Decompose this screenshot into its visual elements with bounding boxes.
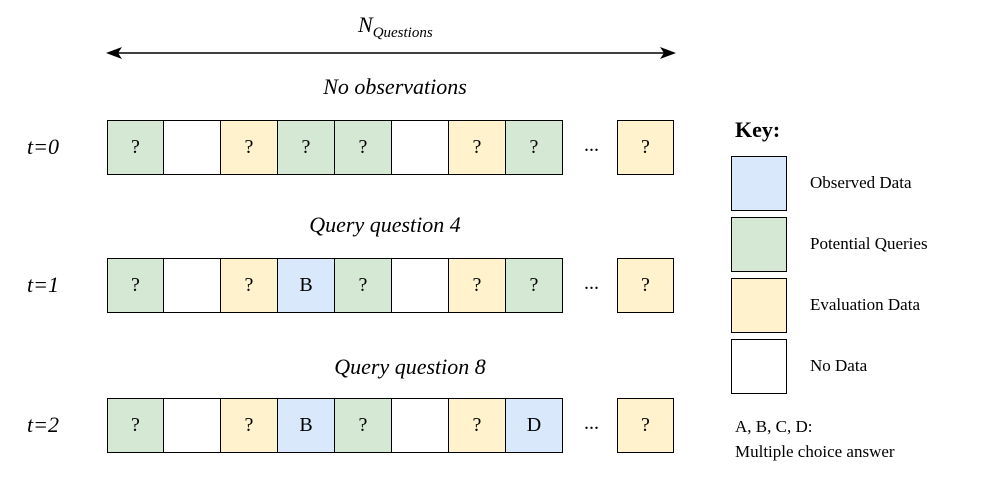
n-questions-main: N xyxy=(358,12,373,37)
question-cell: ? xyxy=(278,120,335,175)
row-caption: No observations xyxy=(323,74,467,99)
question-cell: ? xyxy=(335,258,392,313)
question-cell: B xyxy=(278,258,335,313)
key-label: Potential Queries xyxy=(810,234,928,253)
key-swatch xyxy=(731,217,787,272)
question-cell: ? xyxy=(506,258,563,313)
question-cell: ? xyxy=(335,398,392,453)
row-caption: Query question 4 xyxy=(309,212,461,237)
time-step-label: t=1 xyxy=(27,272,59,297)
question-cell: D xyxy=(506,398,563,453)
key-label: Observed Data xyxy=(810,173,912,192)
n-questions-arrow xyxy=(106,47,676,59)
last-question-cell: ? xyxy=(617,258,674,313)
question-cell: B xyxy=(278,398,335,453)
ellipsis: ... xyxy=(584,412,599,434)
n-questions-subscript: Questions xyxy=(372,25,433,41)
key-swatch xyxy=(731,339,787,394)
time-step-label: t=0 xyxy=(27,134,59,159)
question-cell: ? xyxy=(449,258,506,313)
question-cell: ? xyxy=(506,120,563,175)
key-swatch xyxy=(731,278,787,333)
key-label: No Data xyxy=(810,356,868,375)
key-swatch xyxy=(731,156,787,211)
time-step-label: t=2 xyxy=(27,412,59,437)
key-title: Key: xyxy=(735,117,781,142)
question-cell: ? xyxy=(335,120,392,175)
question-cell: ? xyxy=(221,398,278,453)
row-caption: Query question 8 xyxy=(334,354,486,379)
question-cell xyxy=(164,120,221,175)
n-questions-label: NQuestions xyxy=(358,12,433,42)
answer-note-line1: A, B, C, D: xyxy=(735,417,813,436)
last-question-cell: ? xyxy=(617,398,674,453)
question-cell: ? xyxy=(221,258,278,313)
question-cell: ? xyxy=(449,398,506,453)
question-cell xyxy=(164,258,221,313)
question-cell: ? xyxy=(221,120,278,175)
key-label: Evaluation Data xyxy=(810,295,920,314)
last-question-cell: ? xyxy=(617,120,674,175)
question-cell xyxy=(392,398,449,453)
question-cell xyxy=(392,120,449,175)
question-cell: ? xyxy=(107,258,164,313)
question-cell: ? xyxy=(107,398,164,453)
question-cell: ? xyxy=(449,120,506,175)
ellipsis: ... xyxy=(584,134,599,156)
question-cell: ? xyxy=(107,120,164,175)
ellipsis: ... xyxy=(584,272,599,294)
question-cell xyxy=(392,258,449,313)
question-cell xyxy=(164,398,221,453)
answer-note-line2: Multiple choice answer xyxy=(735,442,895,461)
